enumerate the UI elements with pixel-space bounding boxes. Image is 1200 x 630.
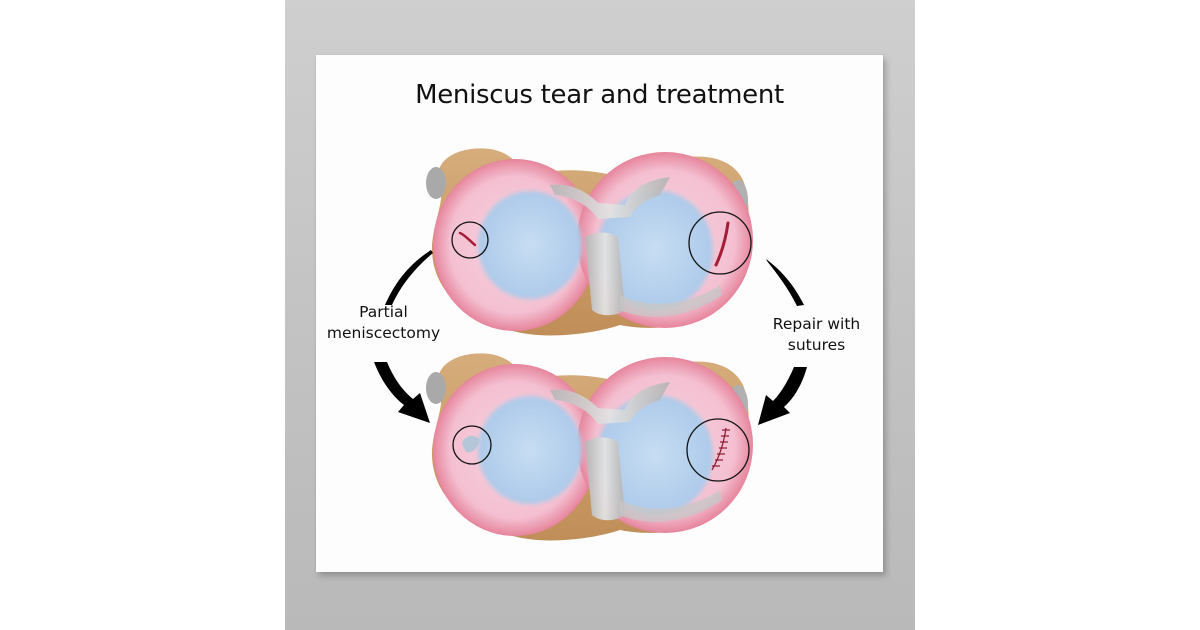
poster: Meniscus tear and treatment xyxy=(316,55,883,572)
label-partial-meniscectomy: Partial meniscectomy xyxy=(316,302,451,344)
label-line: sutures xyxy=(787,336,846,354)
label-line: meniscectomy xyxy=(326,324,441,342)
label-line: Repair with xyxy=(772,315,861,333)
meniscus-treated-illustration xyxy=(426,353,753,540)
arrow-right-top xyxy=(766,259,804,306)
label-repair-with-sutures: Repair with sutures xyxy=(754,314,879,356)
illustration-canvas xyxy=(374,55,807,572)
arrow-left-bottom xyxy=(374,362,430,423)
arrow-right-bottom xyxy=(758,367,807,425)
suture-line xyxy=(711,427,730,471)
arrow-left-top xyxy=(385,250,433,305)
meniscus-torn-illustration xyxy=(426,148,753,335)
label-line: Partial xyxy=(359,303,408,321)
poster-title: Meniscus tear and treatment xyxy=(415,80,784,110)
